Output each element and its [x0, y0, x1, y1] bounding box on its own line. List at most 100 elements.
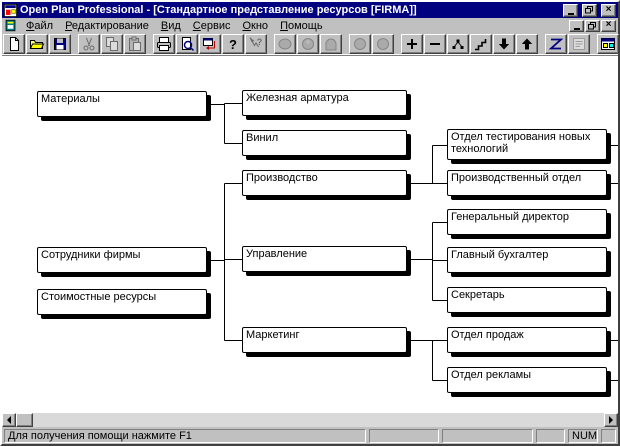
arrow-up-button[interactable] — [516, 33, 538, 54]
toolbar-group: ?? — [153, 33, 268, 54]
context-help-icon: ? — [249, 37, 263, 47]
resource-node-materials[interactable]: Материалы — [37, 91, 207, 117]
connector-lines — [211, 103, 618, 381]
menu-bar: Файл Редактирование Вид Сервис Окно Помощь × — [2, 18, 618, 33]
status-panel — [369, 429, 439, 443]
mdi-restore-button[interactable] — [585, 19, 600, 32]
print-preview-button[interactable] — [176, 33, 198, 54]
window-tile-icon — [601, 37, 615, 50]
app-icon — [4, 3, 17, 17]
status-panel — [536, 429, 565, 443]
ellipse-node-icon — [278, 38, 292, 49]
circle-resource-button — [297, 33, 319, 54]
toolbar-group — [349, 33, 395, 54]
document-icon[interactable] — [4, 19, 17, 32]
resource-node-ads[interactable]: Отдел рекламы — [447, 367, 607, 393]
scatter-button[interactable] — [447, 33, 469, 54]
mdi-close-button[interactable]: × — [601, 19, 616, 32]
arch-node-icon — [325, 38, 337, 50]
restore-button[interactable] — [582, 3, 597, 17]
save-icon — [54, 37, 66, 50]
menu-помощь[interactable]: Помощь — [280, 19, 323, 32]
svg-text:?: ? — [229, 37, 237, 52]
status-panel — [601, 429, 616, 443]
circle-node2-button — [372, 33, 394, 54]
zigzag-icon — [548, 38, 564, 49]
help-button[interactable]: ? — [222, 33, 244, 54]
svg-text:?: ? — [257, 37, 263, 47]
title-bar: Open Plan Professional - [Стандартное пр… — [2, 2, 618, 18]
notes-button — [568, 33, 590, 54]
steps-button[interactable] — [470, 33, 492, 54]
status-bar: Для получения помощи нажмите F1 NUM — [2, 427, 618, 444]
paste-icon — [129, 36, 141, 51]
menu-вид[interactable]: Вид — [160, 19, 181, 32]
toolbar-group — [78, 33, 147, 54]
toolbar-group — [545, 33, 591, 54]
circle-node2-icon — [377, 37, 389, 50]
print-preview-icon — [182, 36, 195, 51]
toolbar-group — [274, 33, 343, 54]
zigzag-button[interactable] — [545, 33, 567, 54]
new-icon — [10, 36, 19, 51]
new-button[interactable] — [3, 33, 25, 54]
resource-node-management[interactable]: Управление — [242, 246, 407, 272]
status-panel — [442, 429, 533, 443]
save-button[interactable] — [49, 33, 71, 54]
resource-node-testing[interactable]: Отдел тестирования новых технологий — [447, 129, 607, 160]
print-icon — [157, 36, 171, 51]
menu-редактирование[interactable]: Редактирование — [65, 19, 149, 32]
resource-node-marketing[interactable]: Маркетинг — [242, 327, 407, 353]
collapse-button[interactable] — [424, 33, 446, 54]
notes-icon — [573, 37, 585, 50]
expand-icon — [407, 38, 417, 49]
resource-node-secretary[interactable]: Секретарь — [447, 287, 607, 313]
menu-сервис[interactable]: Сервис — [192, 19, 231, 32]
toolbar-group — [3, 33, 72, 54]
resource-node-sales[interactable]: Отдел продаж — [447, 327, 607, 353]
exchange-views-icon — [203, 37, 215, 50]
arch-node-button — [320, 33, 342, 54]
menu-файл[interactable]: Файл — [26, 19, 54, 32]
window-tile-button[interactable] — [597, 33, 619, 54]
scroll-right-button[interactable] — [604, 413, 618, 427]
arrow-up-icon — [521, 38, 533, 49]
resource-node-vinyl[interactable]: Винил — [242, 130, 407, 156]
open-icon — [29, 39, 45, 49]
scrollbar-track[interactable] — [33, 413, 604, 427]
circle-node-button — [349, 33, 371, 54]
resource-node-ceo[interactable]: Генеральный директор — [447, 209, 607, 235]
paste-button — [124, 33, 146, 54]
exchange-views-button[interactable] — [199, 33, 221, 54]
close-button[interactable]: × — [601, 3, 616, 17]
horizontal-scrollbar[interactable] — [2, 413, 618, 427]
scatter-icon — [452, 39, 464, 49]
arrow-down-icon — [498, 38, 510, 49]
copy-icon — [106, 36, 118, 51]
mdi-minimize-button[interactable] — [569, 19, 584, 32]
copy-button — [101, 33, 123, 54]
collapse-icon — [430, 42, 440, 45]
toolbar-group — [401, 33, 539, 54]
scrollbar-thumb[interactable] — [16, 413, 33, 427]
window-title: Open Plan Professional - [Стандартное пр… — [20, 4, 417, 16]
ellipse-node-button — [274, 33, 296, 54]
scroll-left-button[interactable] — [2, 413, 16, 427]
resource-node-iron[interactable]: Железная арматура — [242, 90, 407, 116]
expand-button[interactable] — [401, 33, 423, 54]
resource-node-staff[interactable]: Сотрудники фирмы — [37, 247, 207, 273]
print-button[interactable] — [153, 33, 175, 54]
menu-окно[interactable]: Окно — [242, 19, 269, 32]
resource-node-accountant[interactable]: Главный бухгалтер — [447, 247, 607, 273]
minimize-button[interactable] — [563, 3, 578, 17]
open-button[interactable] — [26, 33, 48, 54]
resource-node-cost[interactable]: Стоимостные ресурсы — [37, 289, 207, 315]
resource-node-production[interactable]: Производство — [242, 170, 407, 196]
num-lock-indicator: NUM — [568, 429, 598, 443]
arrow-down-button[interactable] — [493, 33, 515, 54]
resource-node-proddept[interactable]: Производственный отдел — [447, 170, 607, 196]
help-icon: ? — [229, 37, 237, 52]
status-message: Для получения помощи нажмите F1 — [4, 429, 366, 443]
